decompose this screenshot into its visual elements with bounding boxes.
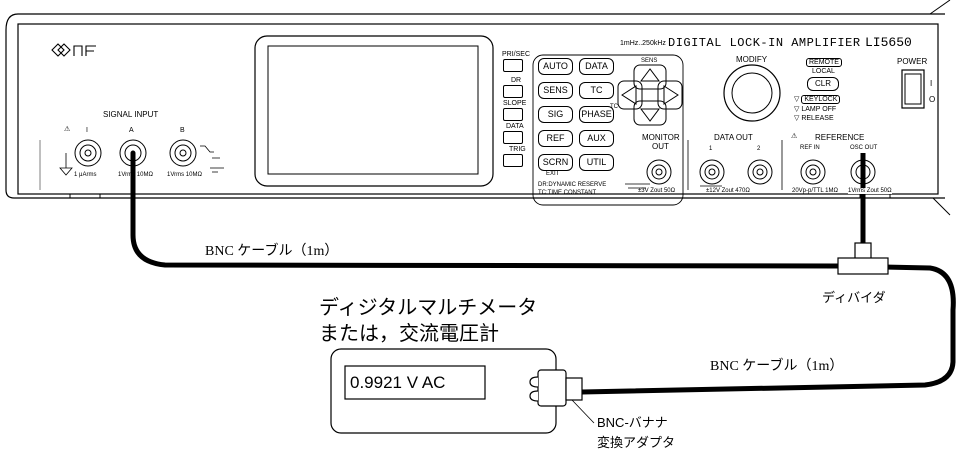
reference-title: REFERENCE bbox=[815, 133, 865, 142]
key-sig[interactable]: SIG bbox=[538, 106, 573, 123]
frequency-range: 1mHz..250kHz bbox=[620, 40, 666, 47]
keylock-label: ▽ KEYLOCK bbox=[794, 95, 841, 104]
modify-label: MODIFY bbox=[736, 55, 768, 64]
local-label: LOCAL bbox=[812, 68, 835, 75]
reference-warning-icon: ⚠ bbox=[791, 133, 798, 140]
exit-label: EXIT bbox=[546, 171, 560, 177]
display-bezel bbox=[254, 35, 494, 187]
bnc-data-out-2 bbox=[747, 159, 773, 185]
key-sens[interactable]: SENS bbox=[538, 82, 573, 99]
softkey-label-4: DATA bbox=[506, 123, 524, 130]
cable-label-bottom: BNC ケーブル（1m） bbox=[710, 359, 844, 374]
softkey-1[interactable] bbox=[503, 59, 523, 72]
release-label: ▽ RELEASE bbox=[794, 115, 834, 122]
meter-reading: 0.9921 V AC bbox=[350, 373, 446, 392]
bnc-data-out-1 bbox=[699, 159, 725, 185]
bnc-cable-bottom bbox=[579, 264, 956, 395]
input-i-spec: 1 μArms bbox=[74, 172, 97, 178]
ref-in-spec: 20Vp-p/TTL 1MΩ bbox=[792, 188, 838, 194]
key-auto[interactable]: AUTO bbox=[538, 58, 573, 75]
input-b-spec: 1Vrms 10MΩ bbox=[167, 172, 202, 178]
bnc-monitor-out bbox=[646, 159, 672, 185]
key-tc[interactable]: TC bbox=[579, 82, 614, 99]
signal-input-title: SIGNAL INPUT bbox=[103, 110, 159, 119]
input-a-label: A bbox=[129, 127, 134, 134]
nav-label-tc: TC bbox=[610, 104, 618, 110]
keylock-indicator: KEYLOCK bbox=[801, 95, 841, 104]
key-phase[interactable]: PHASE bbox=[579, 106, 614, 123]
instrument-title: DIGITAL LOCK-IN AMPLIFIER bbox=[668, 36, 861, 50]
clr-button[interactable]: CLR bbox=[807, 77, 839, 91]
adapter-label-line2: 変換アダプタ bbox=[597, 435, 676, 450]
modify-knob bbox=[723, 64, 781, 122]
osc-out-label: OSC OUT bbox=[850, 145, 878, 151]
softkey-4[interactable] bbox=[503, 131, 523, 144]
softkey-3[interactable] bbox=[503, 108, 523, 121]
bnc-input-b bbox=[169, 139, 197, 167]
data-out-2-label: 2 bbox=[757, 146, 761, 152]
key-util[interactable]: UTIL bbox=[579, 154, 614, 171]
softkey-label-3: SLOPE bbox=[503, 100, 527, 107]
cable-label-top: BNC ケーブル（1m） bbox=[205, 244, 339, 259]
lamp-off-text: LAMP OFF bbox=[801, 106, 837, 113]
nav-label-sens: SENS bbox=[641, 58, 658, 64]
softkey-label-5: TRIG bbox=[509, 146, 526, 153]
key-data[interactable]: DATA bbox=[579, 58, 614, 75]
bnc-input-i bbox=[74, 139, 102, 167]
power-switch bbox=[901, 69, 925, 109]
nav-pad bbox=[617, 64, 683, 126]
data-out-spec: ±12V Zout 470Ω bbox=[706, 188, 750, 194]
input-b-label: B bbox=[180, 127, 185, 134]
model-number: LI5650 bbox=[865, 35, 912, 50]
softkey-label-2: DR bbox=[511, 77, 522, 84]
meter-label-line2: または，交流電圧計 bbox=[319, 323, 499, 345]
warning-icon: ⚠ bbox=[64, 126, 71, 133]
release-text: RELEASE bbox=[801, 115, 834, 122]
key-aux[interactable]: AUX bbox=[579, 130, 614, 147]
bnc-divider bbox=[837, 242, 889, 275]
softkey-2[interactable] bbox=[503, 85, 523, 98]
divider-label: ディバイダ bbox=[822, 290, 886, 305]
key-ref[interactable]: REF bbox=[538, 130, 573, 147]
lamp-off-label: ▽ LAMP OFF bbox=[794, 106, 837, 113]
display-screen bbox=[267, 45, 479, 175]
softkey-label-1: PRI/SEC bbox=[502, 51, 531, 58]
multimeter-display bbox=[344, 365, 486, 400]
input-i-label: I bbox=[86, 127, 88, 134]
banana-adapter bbox=[529, 369, 583, 407]
meter-label-line1: ディジタルマルチメータ bbox=[319, 297, 538, 319]
softkey-5[interactable] bbox=[503, 154, 523, 167]
ref-in-label: REF IN bbox=[800, 145, 820, 151]
adapter-label-line1: BNC-バナナ bbox=[597, 415, 668, 430]
monitor-title: MONITOR bbox=[642, 133, 680, 142]
osc-out-spec: 1Vrms Zout 50Ω bbox=[848, 188, 892, 194]
remote-indicator: REMOTE bbox=[806, 58, 842, 67]
input-a-spec: 1Vrms 10MΩ bbox=[118, 172, 153, 178]
note-dynamic-reserve: DR:DYNAMIC RESERVE bbox=[538, 182, 607, 188]
front-panel bbox=[17, 23, 939, 195]
power-label: POWER bbox=[897, 57, 928, 66]
bnc-cable-top bbox=[130, 150, 841, 269]
data-out-title: DATA OUT bbox=[714, 133, 753, 142]
power-off-mark: O bbox=[929, 95, 936, 104]
nf-logo bbox=[51, 43, 96, 57]
note-time-constant: TC:TIME CONSTANT bbox=[538, 190, 597, 196]
data-out-1-label: 1 bbox=[709, 146, 713, 152]
monitor-spec: ±3V Zout 50Ω bbox=[638, 188, 676, 194]
key-scrn[interactable]: SCRN bbox=[538, 154, 573, 171]
monitor-out-label: OUT bbox=[652, 142, 669, 151]
bnc-ref-in bbox=[800, 159, 826, 185]
power-on-mark: I bbox=[930, 79, 933, 88]
